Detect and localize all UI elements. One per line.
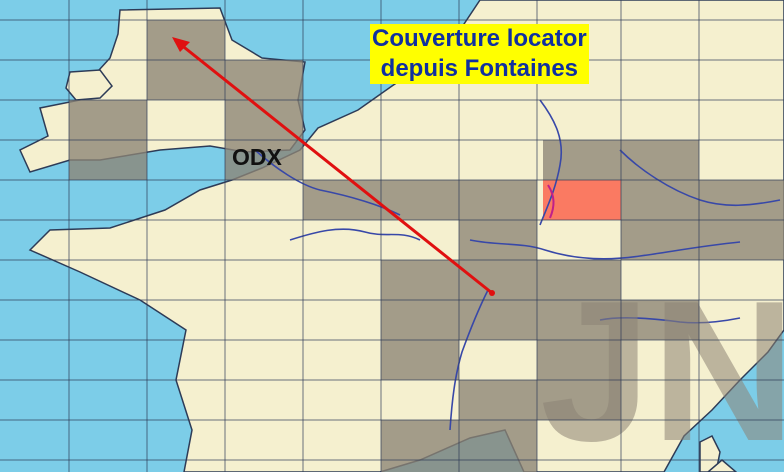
worked-square	[147, 20, 225, 60]
worked-square	[621, 180, 699, 220]
map-title: Couverture locator depuis Fontaines	[370, 24, 589, 84]
river	[289, 228, 421, 241]
sardinia-landmass	[706, 459, 738, 472]
worked-square	[381, 340, 459, 380]
wales-landmass	[65, 69, 113, 101]
worked-square	[699, 180, 784, 220]
worked-square	[69, 140, 147, 180]
worked-square	[147, 60, 225, 100]
worked-square	[459, 380, 537, 420]
border-line	[547, 184, 555, 219]
river	[619, 149, 781, 207]
worked-square	[381, 260, 459, 300]
worked-square	[621, 220, 699, 260]
worked-square	[225, 60, 303, 100]
worked-square	[543, 140, 621, 180]
river	[599, 317, 741, 324]
arrow-head-icon	[172, 37, 190, 52]
worked-square	[459, 180, 537, 220]
worked-square	[381, 300, 459, 340]
map-title-line-2: depuis Fontaines	[380, 55, 579, 82]
highlighted-square	[543, 180, 621, 220]
worked-square	[69, 100, 147, 140]
worked-square	[537, 340, 621, 380]
worked-squares	[69, 20, 784, 472]
worked-square	[303, 180, 381, 220]
corsica-landmass	[699, 434, 721, 472]
worked-square	[381, 420, 459, 472]
worked-square	[621, 140, 699, 180]
worked-square	[537, 380, 621, 420]
locator-field-watermark: JN	[540, 260, 784, 472]
worked-square	[699, 220, 784, 260]
worked-square	[225, 140, 303, 180]
worked-square	[459, 260, 537, 300]
river	[539, 99, 563, 226]
worked-square	[459, 300, 537, 340]
worked-square	[459, 420, 537, 472]
odx-path-line	[174, 38, 493, 295]
odx-label: ODX	[232, 144, 282, 170]
river	[469, 239, 741, 260]
river	[449, 289, 489, 431]
map-title-line-1: Couverture locator	[372, 25, 587, 52]
worked-square	[537, 260, 621, 300]
qth-marker-icon	[489, 290, 495, 296]
worked-square	[537, 300, 621, 340]
